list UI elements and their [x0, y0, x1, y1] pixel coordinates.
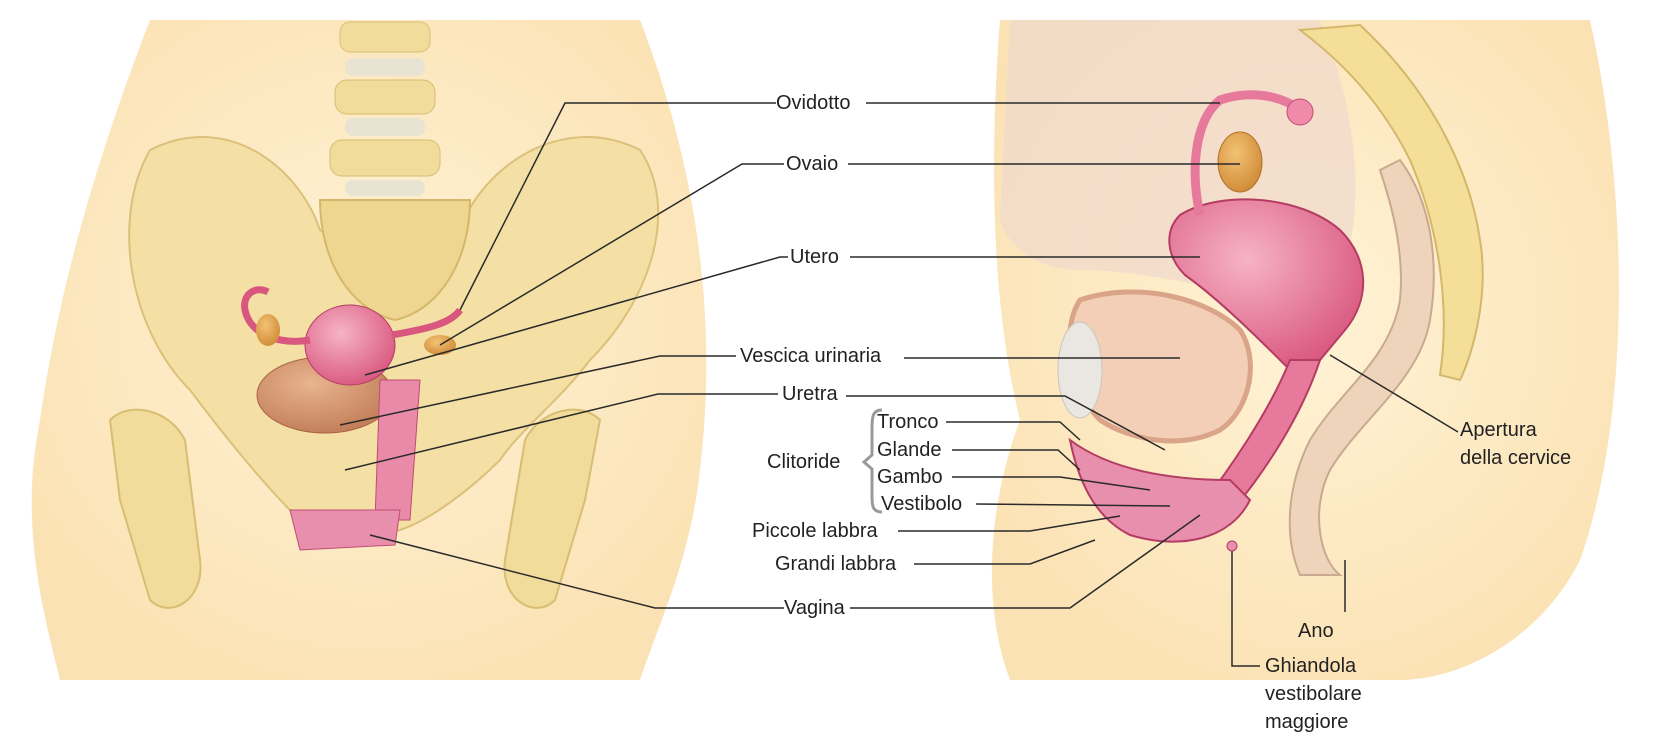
leader-piccole-labbra: [898, 515, 1121, 532]
label-utero: Utero: [790, 246, 839, 268]
left-femur: [108, 408, 202, 609]
left-tube-frontal: [241, 286, 311, 345]
leader-uretra-left: [344, 393, 778, 471]
label-vescica-urinaria: Vescica urinaria: [740, 345, 882, 367]
label-gambo: Gambo: [877, 466, 943, 488]
label-apertura-line1: Apertura: [1460, 419, 1537, 441]
pubic-bone-sagittal: [1057, 321, 1103, 419]
lumbar-spine: [329, 21, 441, 196]
label-ovidotto: Ovidotto: [776, 92, 851, 114]
leader-vagina-right: [850, 514, 1201, 609]
uterus-sagittal: [1168, 198, 1365, 372]
sacrum-bone: [318, 199, 472, 322]
right-tube-frontal: [391, 307, 463, 339]
leader-ghiandola: [1231, 548, 1260, 667]
label-ghiandola-line3: maggiore: [1265, 711, 1349, 733]
sacrum-sagittal: [1297, 23, 1484, 382]
leader-tronco: [946, 421, 1081, 441]
leader-ovaio-left: [439, 163, 784, 346]
label-ghiandola-line1: Ghiandola: [1265, 655, 1357, 677]
leader-vestibolo: [975, 503, 1171, 507]
ghiandola-marker: [1226, 540, 1238, 552]
label-vagina: Vagina: [784, 597, 845, 619]
label-apertura-line2: della cervice: [1460, 447, 1572, 469]
left-ovary-frontal: [256, 314, 280, 346]
label-apertura-cervice: Apertura della cervice: [1460, 416, 1571, 472]
leader-utero-left: [364, 256, 788, 376]
leader-lines: [339, 102, 1459, 667]
right-femur: [503, 408, 602, 609]
frontal-view: [31, 20, 707, 680]
label-tronco: Tronco: [877, 411, 939, 433]
label-grandi-labbra: Grandi labbra: [775, 553, 897, 575]
label-ovaio: Ovaio: [786, 153, 839, 175]
leader-uretra-right: [846, 395, 1166, 451]
fimbriae-sagittal: [1286, 98, 1314, 126]
label-ghiandola-vestibolare: Ghiandola vestibolare maggiore: [1265, 652, 1362, 736]
label-piccole-labbra: Piccole labbra: [752, 520, 878, 542]
leader-vescica-left: [339, 355, 736, 426]
leader-glande: [952, 449, 1081, 471]
uterus-frontal: [304, 304, 396, 386]
leader-ovidotto-left: [459, 102, 776, 311]
sagittal-view: [991, 20, 1619, 680]
label-ghiandola-line2: vestibolare: [1265, 683, 1362, 705]
label-uretra: Uretra: [782, 383, 838, 405]
leader-grandi-labbra: [914, 539, 1096, 565]
label-clitoride: Clitoride: [767, 451, 841, 473]
tube-sagittal: [1190, 90, 1303, 216]
label-ano: Ano: [1298, 620, 1334, 642]
label-glande: Glande: [877, 439, 942, 461]
vulva-frontal: [289, 509, 401, 551]
leader-vagina-left: [369, 534, 784, 609]
leader-apertura: [1329, 354, 1459, 433]
ovary-sagittal: [1217, 131, 1263, 193]
rectum-sagittal: [1288, 158, 1435, 576]
clitoride-brace: [861, 408, 883, 514]
label-vestibolo: Vestibolo: [881, 493, 963, 515]
leader-gambo: [952, 476, 1151, 491]
